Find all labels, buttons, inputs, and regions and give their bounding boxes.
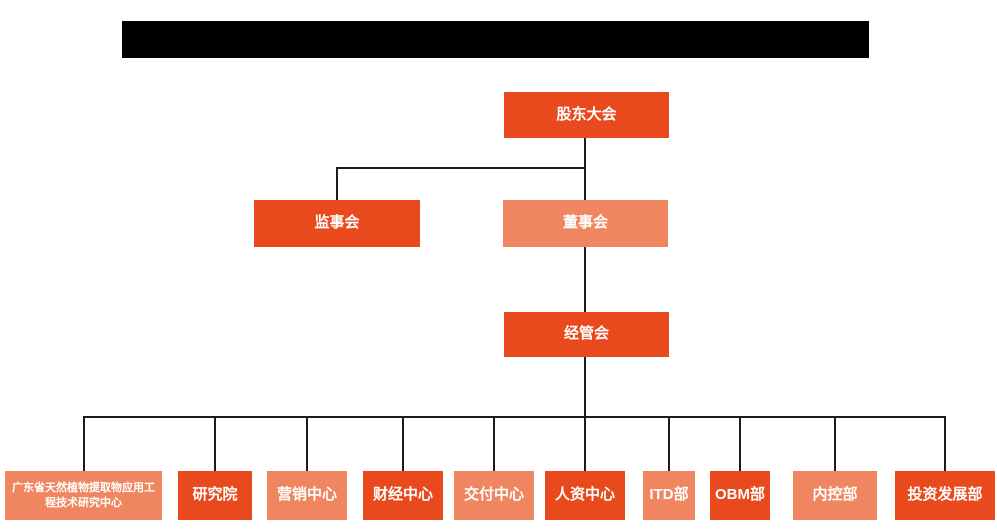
org-node-obm-department: OBM部	[710, 471, 770, 520]
connector-shareholders-down	[584, 138, 586, 200]
connector-management-down	[584, 357, 586, 417]
org-node-board-of-directors: 董事会	[503, 200, 668, 247]
connector-department-bus	[83, 416, 946, 418]
connector-stub-obm-dept	[739, 416, 741, 471]
org-node-management-committee: 经管会	[504, 312, 669, 357]
org-node-finance-center: 财经中心	[363, 471, 443, 520]
org-node-investment-development-department: 投资发展部	[895, 471, 995, 520]
org-node-shareholders-meeting: 股东大会	[504, 92, 669, 138]
org-node-hr-center: 人资中心	[545, 471, 625, 520]
connector-stub-itd-dept	[668, 416, 670, 471]
connector-stub-research-institute	[214, 416, 216, 471]
redacted-title-bar	[122, 21, 869, 58]
connector-stub-investment-dev-dept	[944, 416, 946, 471]
connector-board-to-management	[584, 247, 586, 312]
connector-stub-marketing-center	[306, 416, 308, 471]
org-node-internal-control-department: 内控部	[793, 471, 877, 520]
connector-stub-research-center	[83, 416, 85, 471]
connector-stub-delivery-center	[493, 416, 495, 471]
connector-supervisory-stub	[336, 167, 338, 200]
connector-stub-finance-center	[402, 416, 404, 471]
org-node-guangdong-plant-extract-research-center: 广东省天然植物提取物应用工程技术研究中心	[5, 471, 162, 520]
org-node-supervisory-board: 监事会	[254, 200, 420, 247]
connector-branch-horizontal	[336, 167, 586, 169]
org-node-research-institute: 研究院	[178, 471, 252, 520]
connector-stub-hr-center	[584, 416, 586, 471]
org-node-itd-department: ITD部	[643, 471, 695, 520]
connector-stub-internal-control-dept	[834, 416, 836, 471]
org-node-delivery-center: 交付中心	[454, 471, 534, 520]
org-node-marketing-center: 营销中心	[267, 471, 347, 520]
